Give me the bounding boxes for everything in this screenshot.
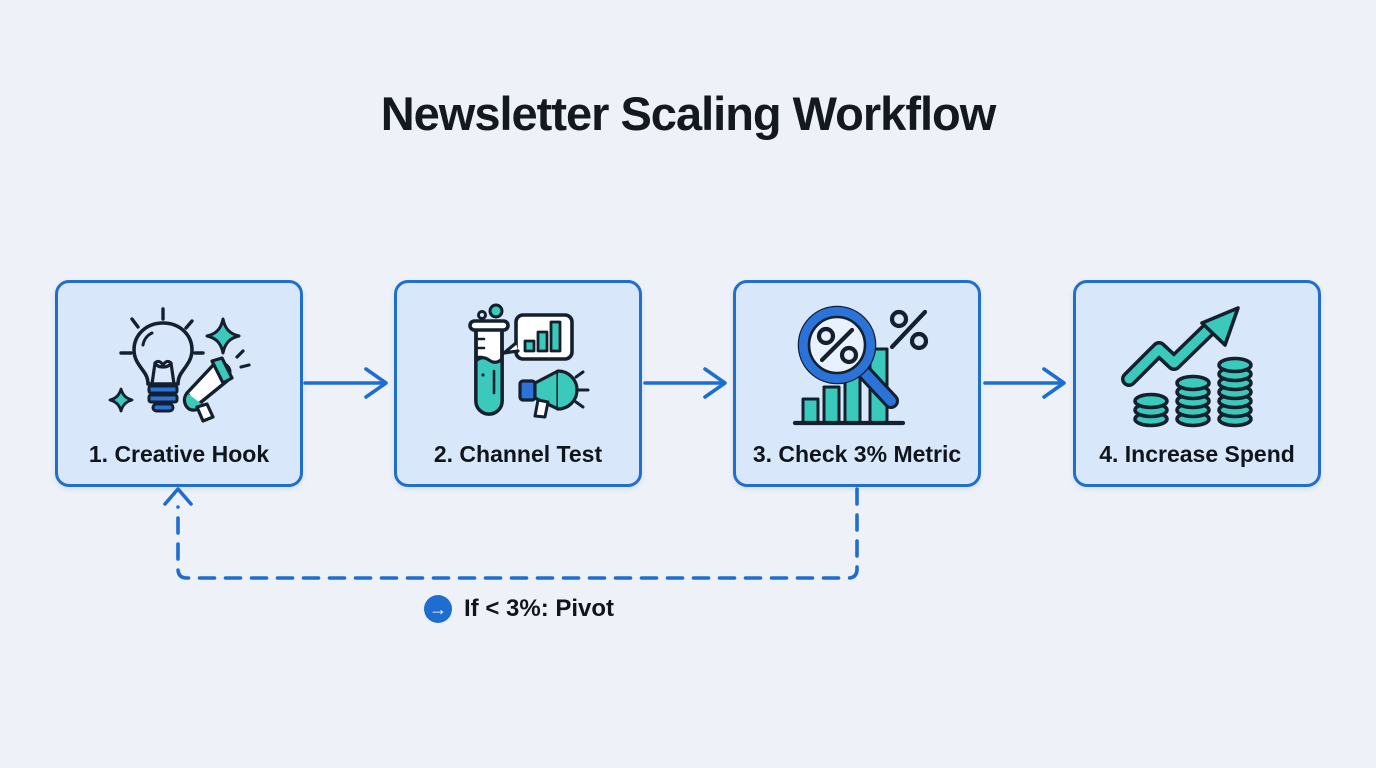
growth-arrow-coins-icon (1121, 306, 1253, 428)
step-label: 2. Channel Test (433, 441, 603, 467)
step-box-check-metric: 3. Check 3% Metric (733, 280, 981, 487)
step-box-creative-hook: 1. Creative Hook (55, 280, 303, 487)
feedback-label: → If < 3%: Pivot (424, 595, 614, 623)
step-label: 4. Increase Spend (1099, 441, 1295, 467)
arrow-step3-step4 (983, 367, 1066, 399)
testtube-chart-megaphone-icon (468, 303, 590, 419)
feedback-label-text: If < 3%: Pivot (464, 595, 615, 622)
lightbulb-megaphone-icon (108, 307, 251, 423)
arrow-right-circle-icon: → (424, 595, 452, 623)
step-label: 3. Check 3% Metric (752, 441, 962, 467)
arrow-step1-step2 (303, 367, 388, 399)
step-box-channel-test: 2. Channel Test (394, 280, 642, 487)
page-title: Newsletter Scaling Workflow (380, 87, 997, 140)
step-box-increase-spend: 4. Increase Spend (1073, 280, 1321, 487)
step-label: 1. Creative Hook (88, 441, 270, 467)
feedback-loop-dashed-line (163, 487, 859, 580)
arrow-step2-step3 (643, 367, 727, 399)
magnifier-percent-chart-icon (792, 305, 929, 426)
